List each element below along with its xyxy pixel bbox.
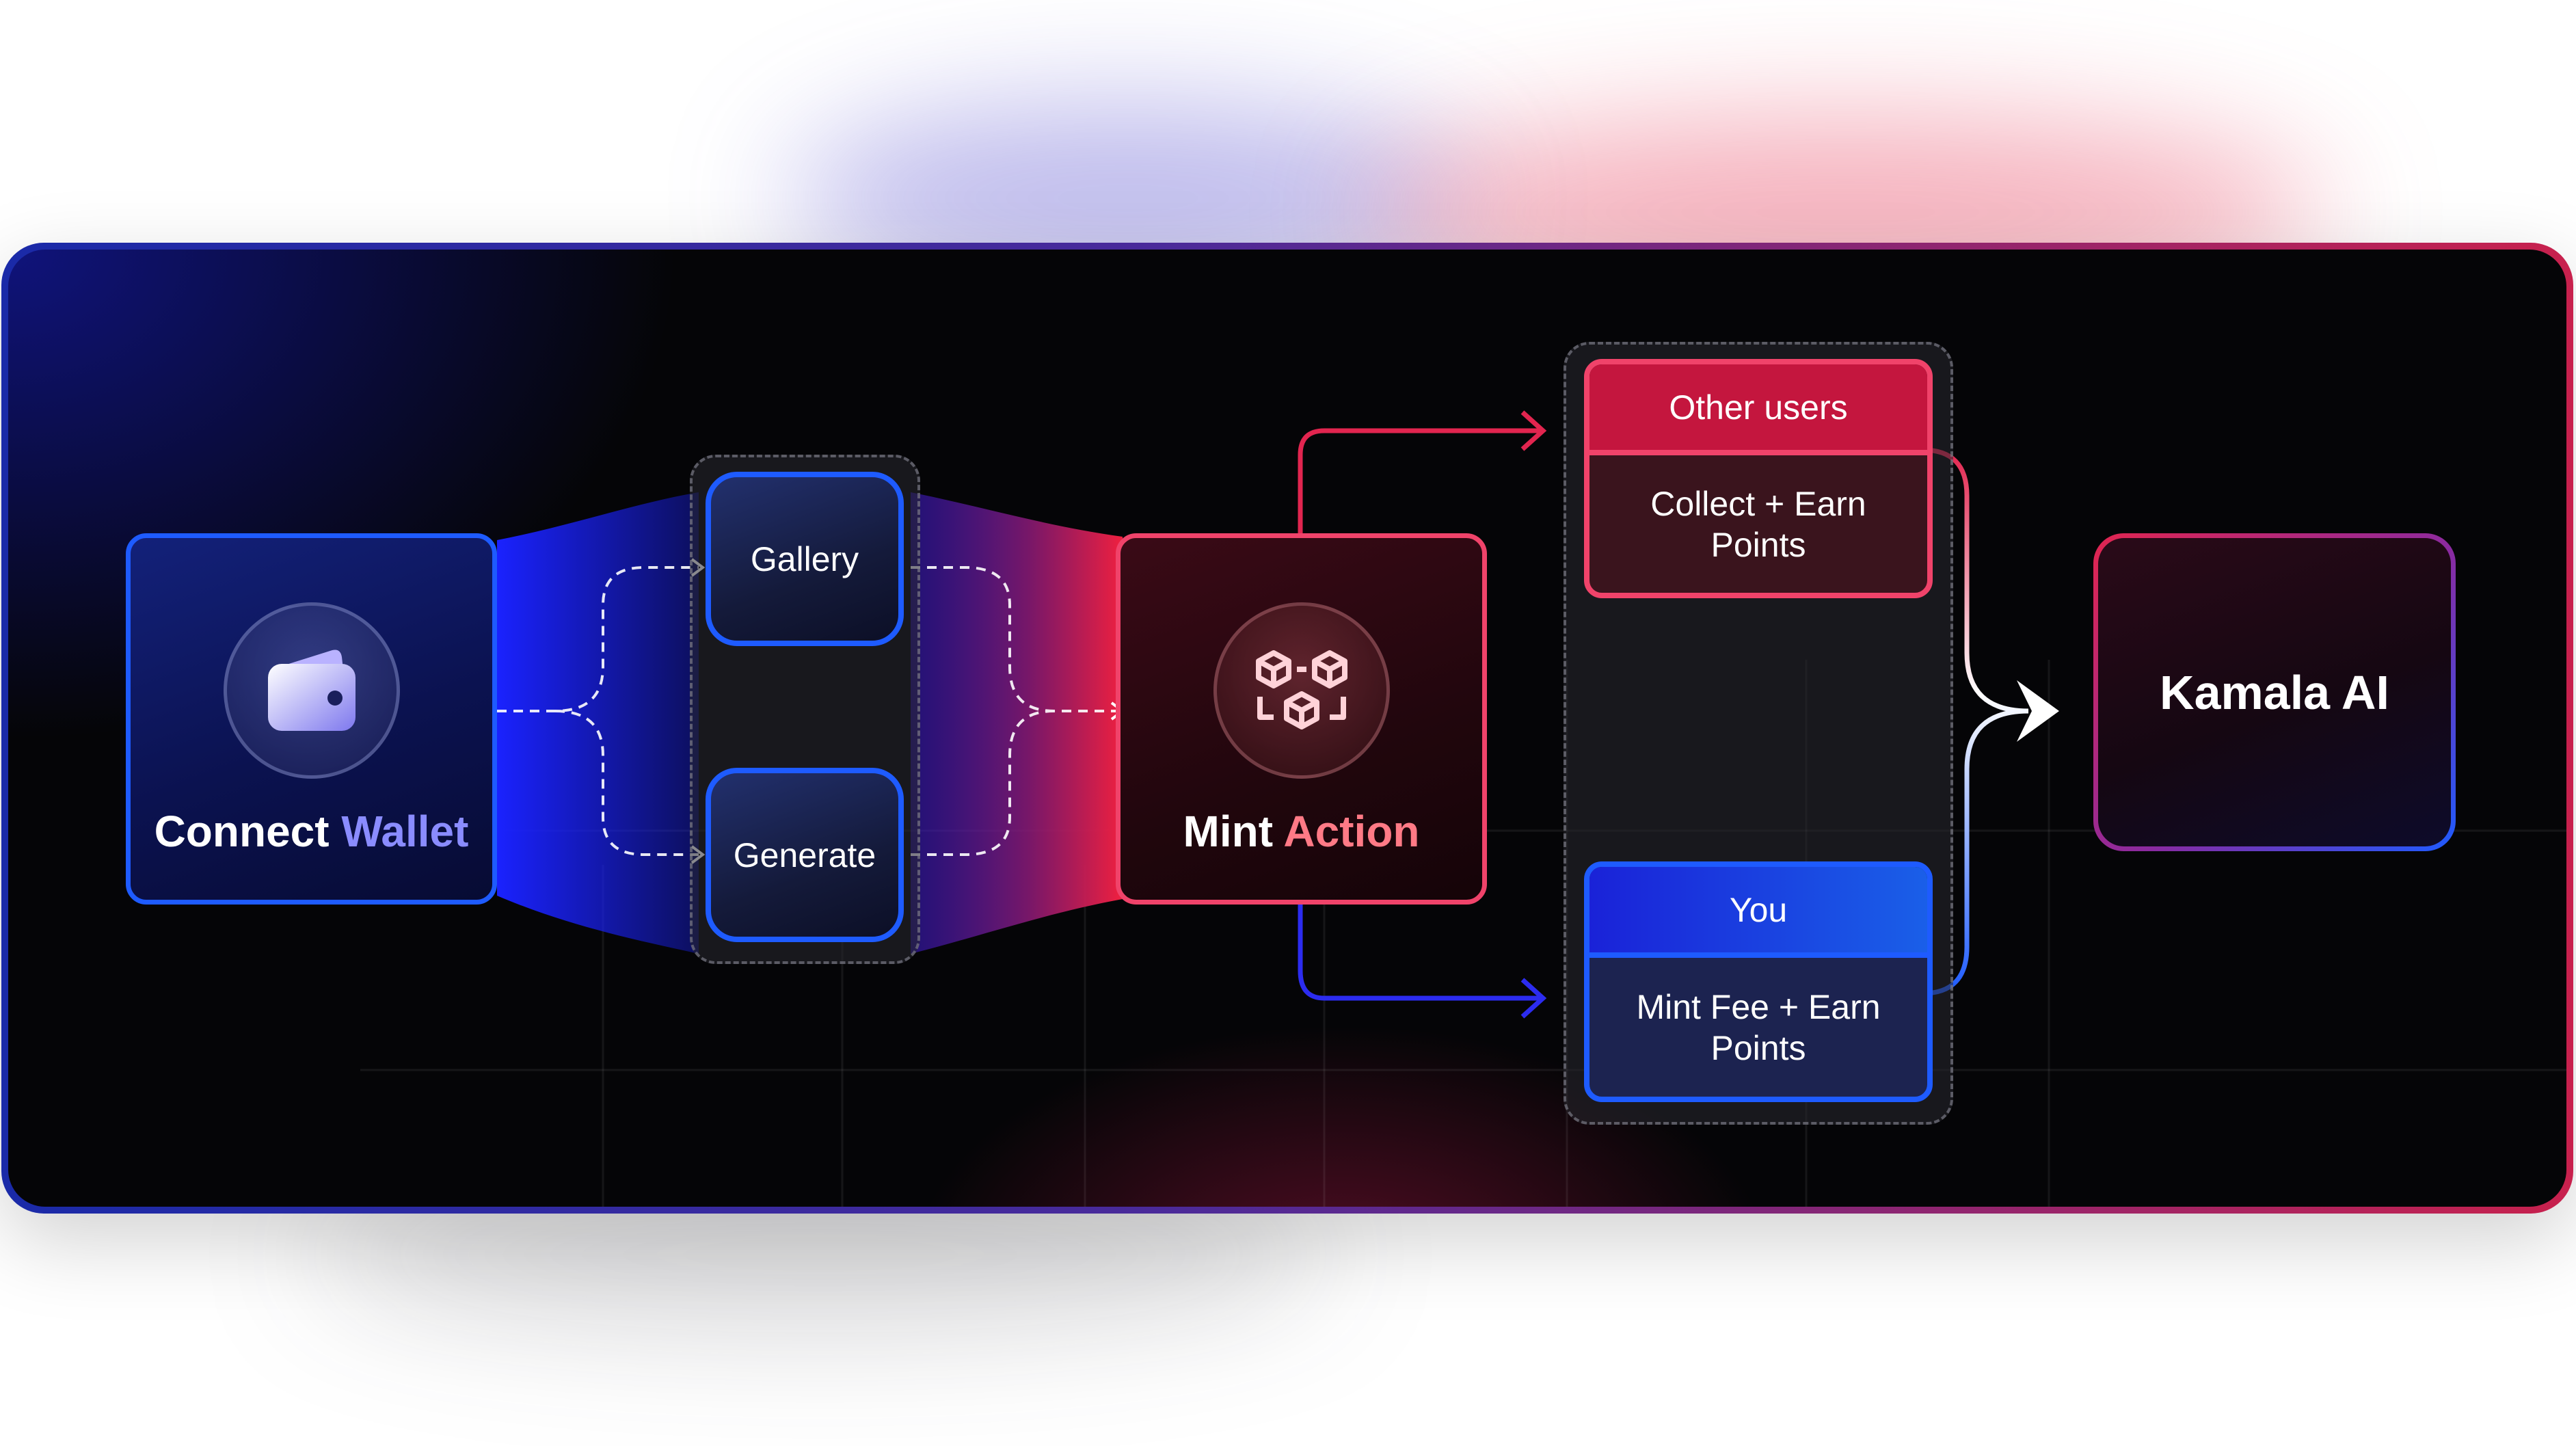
generate-label: Generate bbox=[733, 835, 876, 874]
flow-connectors bbox=[497, 410, 2059, 1019]
connector-mint-to-you bbox=[1298, 896, 1540, 1001]
red-funnel bbox=[911, 492, 1123, 954]
diagram-canvas: Connect Wallet Gallery Generate bbox=[8, 250, 2566, 1207]
connect-wallet-node[interactable]: Connect Wallet bbox=[126, 533, 497, 905]
connect-wallet-title: Connect Wallet bbox=[154, 806, 469, 856]
mint-action-node[interactable]: Mint Action bbox=[1116, 533, 1487, 905]
other-users-body: Collect + Earn Points bbox=[1650, 484, 1866, 564]
other-users-card[interactable]: Other users Collect + Earn Points bbox=[1584, 359, 1933, 598]
gallery-label: Gallery bbox=[750, 539, 859, 578]
you-body: Mint Fee + Earn Points bbox=[1636, 987, 1881, 1067]
dashed-connector-wallet-split bbox=[497, 566, 699, 712]
you-card[interactable]: You Mint Fee + Earn Points bbox=[1584, 861, 1933, 1102]
wallet-icon-circle bbox=[223, 602, 400, 779]
generate-node[interactable]: Generate bbox=[706, 768, 904, 942]
you-header: You bbox=[1589, 867, 1927, 952]
blocks-icon-circle bbox=[1213, 602, 1390, 779]
wallet-icon bbox=[267, 649, 355, 731]
connector-mint-to-other-users bbox=[1298, 428, 1540, 533]
mint-action-title: Mint Action bbox=[1183, 806, 1420, 856]
kamala-ai-title: Kamala AI bbox=[2160, 665, 2389, 719]
dashed-connector-merge bbox=[911, 566, 1116, 712]
arrowhead-kamala bbox=[2017, 680, 2059, 742]
blue-funnel bbox=[497, 492, 699, 954]
kamala-ai-node-border: Kamala AI bbox=[2093, 533, 2456, 851]
other-users-header: Other users bbox=[1589, 364, 1927, 450]
diagram-panel: Connect Wallet Gallery Generate bbox=[1, 243, 2573, 1214]
gallery-node[interactable]: Gallery bbox=[706, 472, 904, 646]
kamala-ai-node[interactable]: Kamala AI bbox=[2098, 538, 2451, 846]
blocks-icon bbox=[1255, 650, 1347, 729]
